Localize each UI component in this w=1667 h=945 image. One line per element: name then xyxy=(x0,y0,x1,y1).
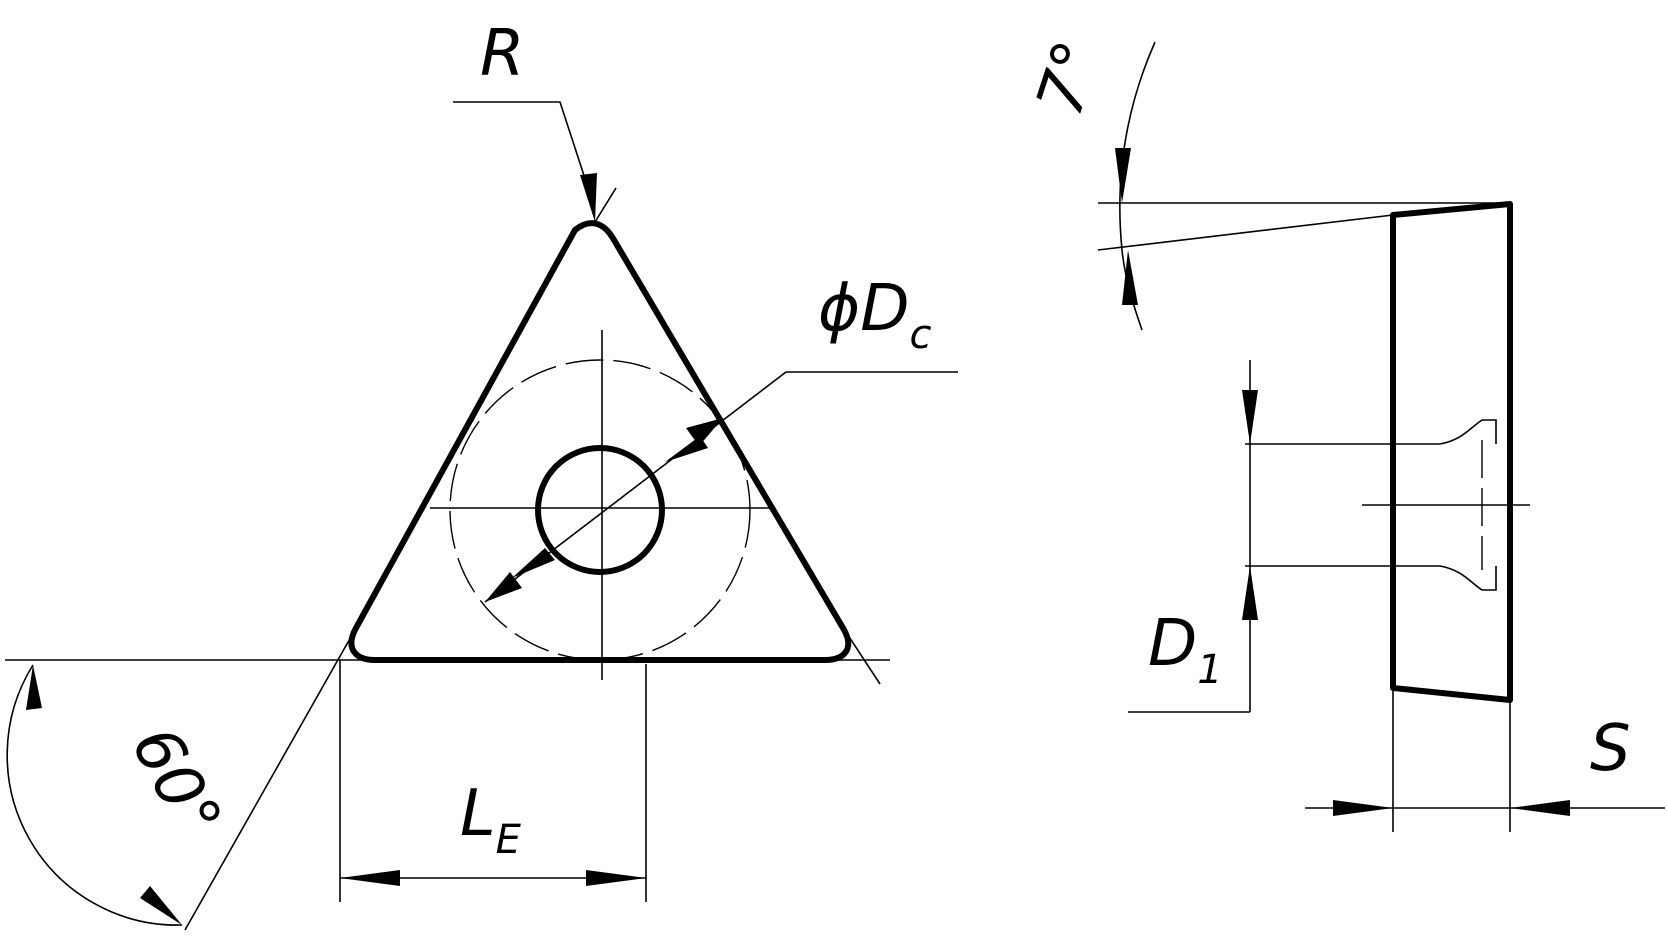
angle-60-arc xyxy=(6,664,183,926)
thickness-label: S xyxy=(1590,712,1631,786)
diameter-arrow-upper xyxy=(686,418,723,446)
relief-angle-line xyxy=(1097,214,1394,251)
angle-60-arrow-bottom xyxy=(140,886,182,925)
triangle-outline xyxy=(348,220,852,663)
diameter-symbol: ϕ xyxy=(818,272,860,346)
length-sub: E xyxy=(496,817,522,863)
length-main: L xyxy=(460,777,496,851)
radius-leader xyxy=(453,101,593,201)
le-arrow-left xyxy=(340,870,400,886)
s-arrow-right xyxy=(1510,800,1570,816)
side-view: 7° D1 S xyxy=(1023,32,1665,832)
diameter-arrow-mid-b xyxy=(512,548,555,578)
hole-diameter-label: D1 xyxy=(1148,607,1223,693)
diameter-arrow-mid-a xyxy=(665,436,708,462)
hole-main: D xyxy=(1148,607,1197,681)
hole-sub: 1 xyxy=(1197,647,1222,693)
d1-arrow-bottom xyxy=(1242,566,1258,620)
s-arrow-left xyxy=(1333,800,1393,816)
angle-7-label: 7° xyxy=(1023,32,1116,124)
radius-label: R xyxy=(480,17,524,91)
radius-arrow xyxy=(580,173,597,222)
diameter-arrow-lower xyxy=(485,572,522,602)
le-arrow-right xyxy=(586,870,646,886)
radius-tick xyxy=(594,187,617,223)
hole-profile-top xyxy=(1245,419,1497,445)
diameter-label: ϕDc xyxy=(818,272,932,358)
angle-7-arrow-top xyxy=(1115,148,1131,203)
length-label: LE xyxy=(460,777,522,863)
inscribed-circle xyxy=(449,359,751,661)
side-body-outline xyxy=(1390,201,1513,703)
left-edge-extension xyxy=(184,627,357,931)
front-view: R ϕDc LE 60° xyxy=(5,17,958,931)
angle-7-arrow-bottom xyxy=(1122,250,1138,305)
angle-60-arrow-top xyxy=(26,665,42,710)
d1-arrow-top xyxy=(1242,390,1258,444)
hole-profile-bottom xyxy=(1245,565,1497,591)
diameter-main: D xyxy=(860,272,909,346)
angle-60-label: 60° xyxy=(117,715,236,850)
right-edge-extension xyxy=(841,625,881,685)
center-hole xyxy=(535,445,665,575)
diameter-sub: c xyxy=(910,312,932,358)
